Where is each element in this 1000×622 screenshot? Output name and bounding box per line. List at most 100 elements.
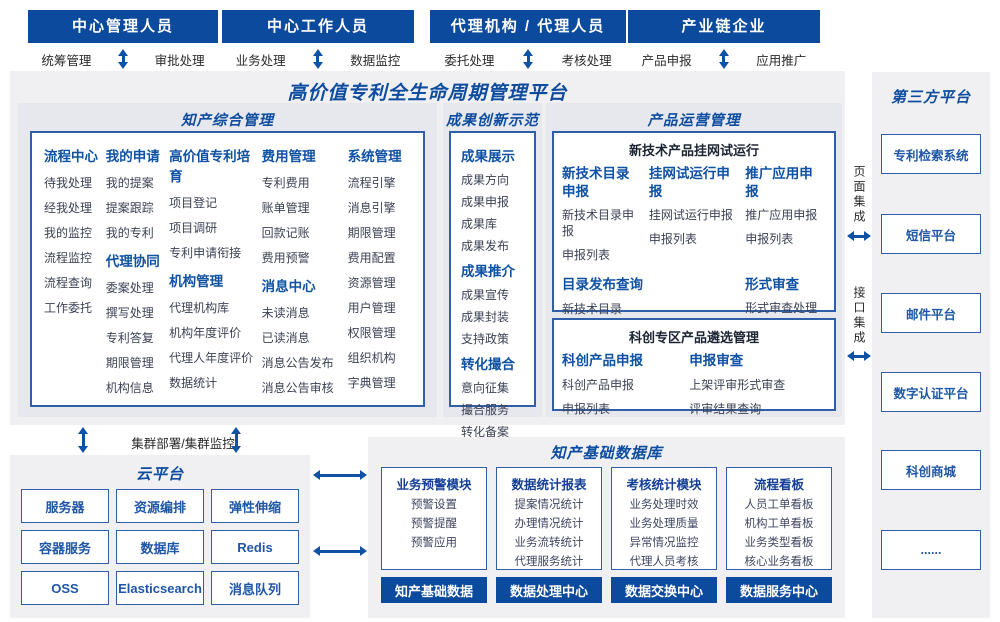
menu-item: 转化备案: [461, 425, 510, 439]
menu-item: 权限管理: [347, 326, 396, 340]
menu-item: 未读消息: [261, 306, 310, 320]
menu-item: 新技术目录申报: [562, 208, 635, 238]
cloud-service-box: 服务器: [21, 489, 109, 523]
section-title: 知产基础数据库: [550, 445, 663, 462]
db-module: 数据统计报表 提案情况统计办理情况统计业务流转统计代理服务统计: [496, 467, 602, 570]
menu-column: 费用管理 专利费用账单管理回款记账费用预警 消息中心 未读消息已读消息消息公告发…: [262, 143, 346, 395]
cloud-service-box: Redis: [211, 530, 299, 564]
cluster-label: 集群部署/集群监控: [131, 437, 235, 451]
menu-column: 高价值专利培育 项目登记项目调研专利申请衔接 机构管理 代理机构库机构年度评价代…: [169, 143, 259, 395]
section-title: 第三方平台: [890, 89, 971, 106]
menu-item: 消息引擎: [347, 201, 396, 215]
ip-management-box: 流程中心 待我处理经我处理我的监控流程监控流程查询工作委托 我的申请 我的提案提…: [30, 131, 425, 407]
menu-group-header: 我的申请: [105, 149, 160, 164]
menu-item: 支持政策: [461, 332, 510, 346]
module-item: 预警设置: [411, 499, 457, 511]
data-center-button: 数据交换中心: [611, 577, 717, 603]
menu-group-header: 申报审查: [689, 353, 744, 368]
module-item: 业务处理时效: [629, 499, 699, 511]
menu-item: 组织机构: [347, 351, 396, 365]
section-product-operation: 产品运营管理 新技术产品挂网试运行 新技术目录申报 新技术目录申报申报列表 挂网…: [546, 103, 842, 417]
data-center-button: 知产基础数据: [381, 577, 487, 603]
cloud-service-box: 数据库: [116, 530, 204, 564]
module-item: 人员工单看板: [744, 499, 814, 511]
menu-column: 推广应用申报 推广应用申报申报列表: [745, 165, 826, 271]
menu-group-header: 成果展示: [461, 149, 515, 164]
actor-group-center-managers: 中心管理人员 统筹管理 审批处理: [28, 10, 218, 73]
module-item: 核心业务看板: [744, 556, 814, 568]
actor-role-label: 应用推广: [756, 53, 807, 68]
cloud-service-box: 资源编排: [116, 489, 204, 523]
menu-item: 流程引擎: [347, 176, 396, 190]
menu-group-header: 系统管理: [347, 149, 402, 164]
menu-item: 账单管理: [261, 201, 310, 215]
menu-item: 挂网试运行申报: [648, 208, 733, 222]
menu-item: 消息公告发布: [261, 356, 334, 370]
third-party-system-box: 短信平台: [881, 214, 981, 254]
left-right-arrow-icon: [847, 231, 871, 241]
menu-group-header: 形式审查: [745, 277, 800, 292]
left-right-arrow-icon: [847, 351, 871, 361]
menu-group-header: 消息中心: [261, 279, 316, 294]
platform-title: 高价值专利全生命周期管理平台: [287, 83, 568, 104]
section-title: 产品运营管理: [647, 113, 741, 129]
menu-item: 项目登记: [169, 196, 218, 210]
achievement-demo-box: 成果展示 成果方向成果申报成果库成果发布 成果推介 成果宣传成果封装支持政策 转…: [449, 131, 536, 439]
subsection-title: 科创专区产品遴选管理: [628, 330, 759, 345]
section-achievement-demo: 成果创新示范 成果展示 成果方向成果申报成果库成果发布 成果推介 成果宣传成果封…: [443, 103, 542, 439]
menu-item: 申报列表: [562, 248, 611, 262]
actor-title: 中心管理人员: [28, 10, 218, 43]
menu-column: 挂网试运行申报 挂网试运行申报申报列表: [649, 165, 737, 271]
menu-item: 代理人年度评价: [169, 351, 254, 365]
menu-group-header: 流程中心: [44, 149, 98, 164]
menu-item: 评审结果查询: [689, 402, 762, 416]
menu-item: 成果库: [461, 217, 498, 231]
menu-item: 期限管理: [347, 226, 396, 240]
menu-group-header: 成果推介: [461, 264, 515, 279]
actor-role-label: 数据监控: [350, 53, 401, 68]
menu-item: 撮合服务: [461, 403, 510, 417]
menu-item: 用户管理: [347, 301, 396, 315]
menu-group-header: 代理协同: [105, 254, 160, 269]
menu-item: 成果宣传: [461, 288, 510, 302]
menu-item: 申报列表: [648, 232, 697, 246]
menu-item: 科创产品申报: [562, 378, 635, 392]
menu-item: 推广应用申报: [745, 208, 818, 222]
menu-column: 流程中心 待我处理经我处理我的监控流程监控流程查询工作委托: [44, 143, 104, 395]
page-integration-label: 页面集成: [852, 165, 866, 225]
menu-group-header: 费用管理: [261, 149, 316, 164]
cloud-service-box: OSS: [21, 571, 109, 605]
actor-role-label: 业务处理: [235, 53, 286, 68]
section-ip-management: 知产综合管理 流程中心 待我处理经我处理我的监控流程监控流程查询工作委托 我的申…: [18, 103, 437, 417]
menu-item: 费用配置: [347, 251, 396, 265]
knowledge-database-panel: 知产基础数据库 业务预警模块 预警设置预警提醒预警应用 数据统计报表 提案情况统…: [368, 437, 845, 618]
menu-item: 委案处理: [105, 281, 154, 295]
actor-role-label: 产品申报: [641, 53, 692, 68]
menu-item: 新技术目录: [562, 302, 623, 316]
subsection-title: 新技术产品挂网试运行: [628, 143, 759, 158]
menu-item: 专利费用: [261, 176, 310, 190]
menu-item: 上架评审形式审查: [689, 378, 786, 392]
menu-item: 成果方向: [461, 173, 510, 187]
left-right-arrow-icon: [313, 470, 367, 480]
left-right-arrow-icon: [313, 546, 367, 556]
up-down-arrow-icon: [118, 49, 128, 69]
actor-role-label: 考核处理: [561, 53, 612, 68]
menu-item: 费用预警: [261, 251, 310, 265]
menu-item: 撰写处理: [105, 306, 154, 320]
module-item: 预警提醒: [411, 518, 457, 530]
module-header: 数据统计报表: [511, 478, 587, 492]
trial-run-box: 新技术产品挂网试运行 新技术目录申报 新技术目录申报申报列表 挂网试运行申报 挂…: [552, 131, 836, 377]
up-down-arrow-icon: [312, 49, 323, 69]
module-item: 异常情况监控: [629, 537, 699, 549]
menu-column: 新技术目录申报 新技术目录申报申报列表: [562, 165, 641, 271]
cloud-service-box: 消息队列: [211, 571, 299, 605]
menu-item: 提案跟踪: [105, 201, 154, 215]
menu-item: 形式审查处理: [745, 301, 818, 315]
menu-item: 项目调研: [169, 221, 218, 235]
db-module: 业务预警模块 预警设置预警提醒预警应用: [381, 467, 487, 570]
menu-item: 工作委托: [44, 301, 93, 315]
up-down-arrow-icon: [523, 49, 533, 69]
